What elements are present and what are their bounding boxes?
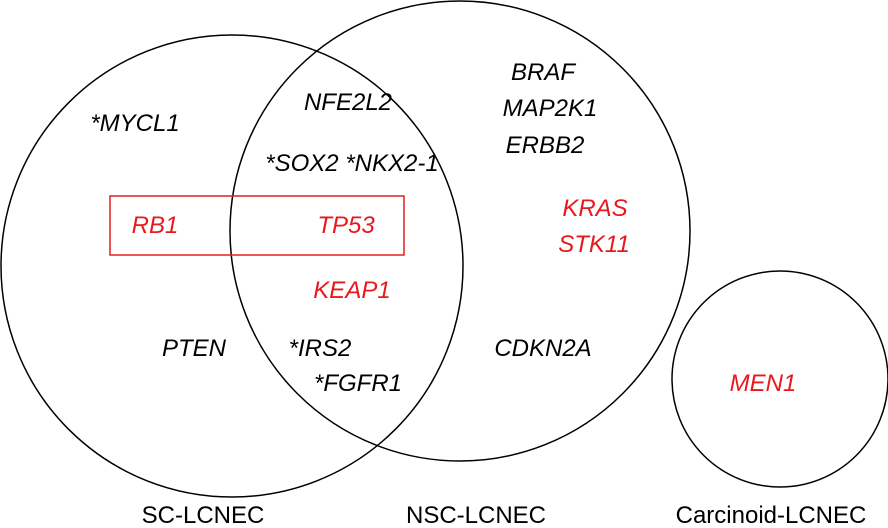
gene-rb1: RB1 <box>132 212 179 239</box>
set-label-nsc-lcnec: NSC-LCNEC <box>406 502 546 528</box>
gene-cdkn2a: CDKN2A <box>494 335 591 362</box>
gene-nfe2l2: NFE2L2 <box>304 89 392 116</box>
set-label-sc-lcnec: SC-LCNEC <box>142 502 265 528</box>
gene-tp53: TP53 <box>317 212 375 239</box>
carcinoid-lcnec-circle <box>671 270 888 488</box>
gene-men1: MEN1 <box>730 370 797 397</box>
rb1-tp53-highlight-box <box>109 195 405 256</box>
gene-map2k1: MAP2K1 <box>503 95 598 122</box>
gene-pten: PTEN <box>162 335 227 362</box>
gene-irs2: *IRS2 <box>289 335 352 362</box>
gene-sox2-nkx2-1: *SOX2 *NKX2-1 <box>265 150 438 177</box>
gene-mycl1: *MYCL1 <box>90 110 179 137</box>
set-label-carcinoid-lcnec: Carcinoid-LCNEC <box>676 502 867 528</box>
gene-stk11: STK11 <box>558 231 630 258</box>
gene-erbb2: ERBB2 <box>506 132 585 159</box>
gene-braf: BRAF <box>511 59 576 86</box>
nsc-lcnec-circle <box>229 0 691 462</box>
sc-lcnec-circle <box>0 34 464 498</box>
gene-keap1: KEAP1 <box>313 277 390 304</box>
gene-fgfr1: *FGFR1 <box>314 370 402 397</box>
gene-kras: KRAS <box>562 195 627 222</box>
